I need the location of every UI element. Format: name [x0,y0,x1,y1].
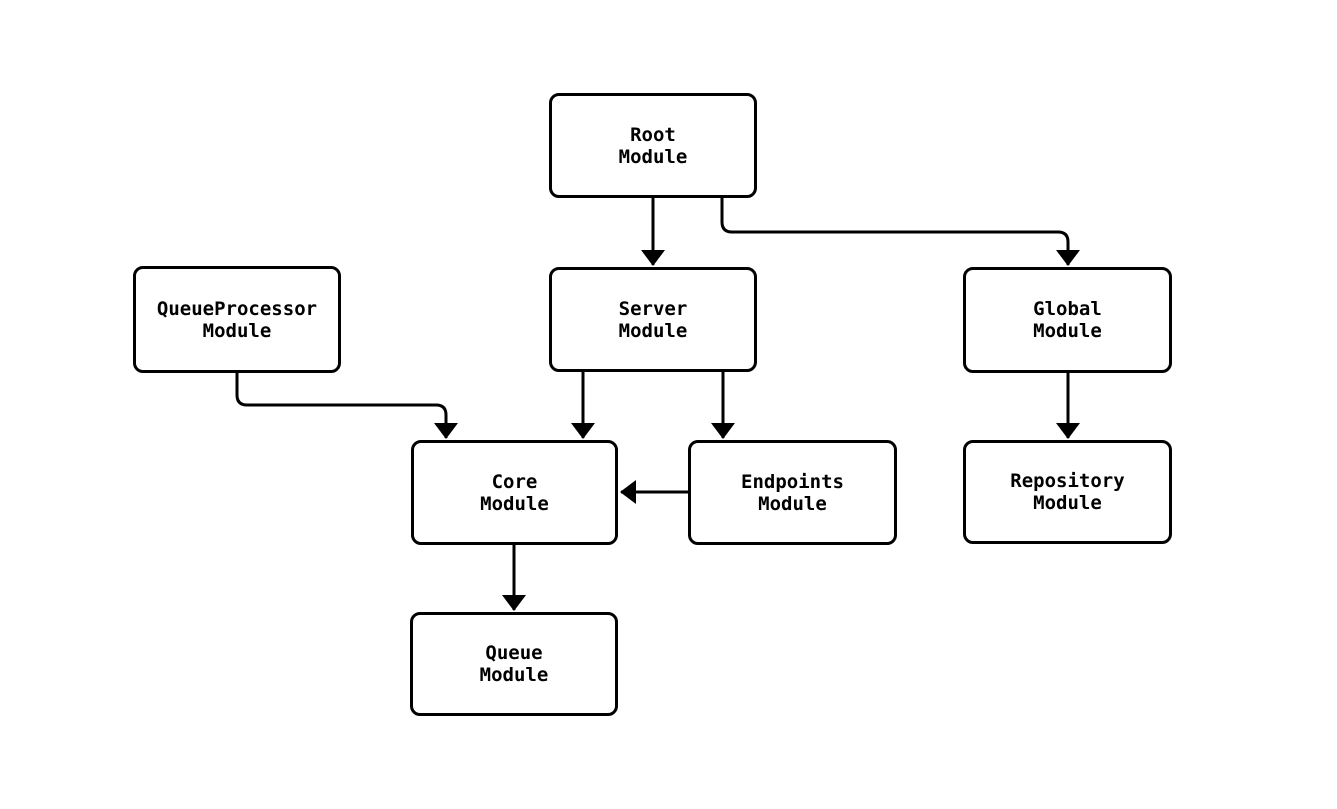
node-queue-module: Queue Module [410,612,618,716]
edge-queueprocessor-to-core [235,373,458,439]
node-endpoints-module: Endpoints Module [688,440,897,545]
node-queueprocessor-module: QueueProcessor Module [133,266,341,373]
node-root-module: Root Module [549,93,757,198]
node-server-module: Server Module [549,267,757,372]
node-global-module: Global Module [963,267,1172,373]
node-repository-module: Repository Module [963,440,1172,544]
edge-root-to-global [720,198,1080,266]
node-core-module: Core Module [411,440,618,545]
